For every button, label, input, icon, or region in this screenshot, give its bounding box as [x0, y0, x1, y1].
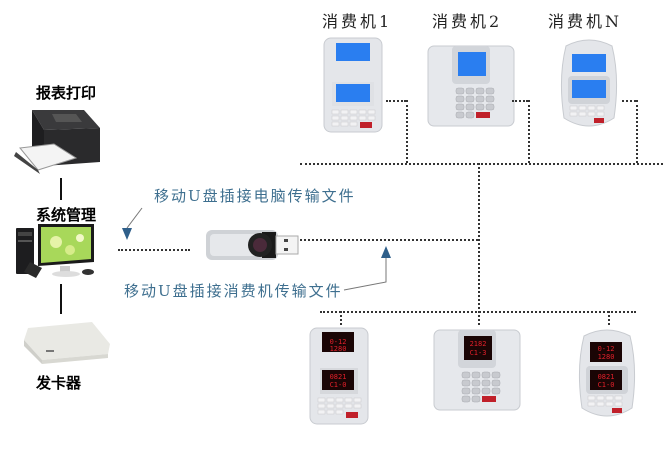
pc-usb-link	[118, 249, 190, 251]
card-issuer-label: 发卡器	[36, 374, 82, 392]
svg-text:2182: 2182	[470, 340, 487, 348]
b1-link	[340, 311, 342, 325]
computer-icon	[16, 224, 94, 278]
bn-link	[608, 311, 610, 325]
t2-link-v	[528, 100, 530, 163]
system-label: 系统管理	[36, 206, 97, 224]
printer-icon	[14, 110, 100, 174]
usb-drive-icon	[206, 230, 299, 260]
b2-link	[478, 311, 480, 325]
arrow-to-pc-icon	[122, 207, 143, 240]
svg-text:0821: 0821	[330, 373, 347, 381]
svg-text:1280: 1280	[598, 353, 615, 361]
main-bus	[478, 163, 480, 313]
note-usb-to-terminal: 移动U盘插接消费机传输文件	[124, 282, 343, 300]
t1-link-v	[406, 100, 408, 163]
svg-text:0-12: 0-12	[598, 345, 615, 353]
svg-text:0-12: 0-12	[330, 338, 347, 346]
pc-connector	[60, 284, 62, 314]
usb-terminal-link	[300, 239, 478, 241]
t2-link-h	[512, 100, 528, 102]
terminal-b1-device[interactable]: 0-12 1280 0821 C1-0	[308, 327, 370, 428]
terminal-1-label: 消费机1	[322, 12, 393, 31]
printer-label: 报表打印	[36, 84, 97, 102]
svg-text:1280: 1280	[330, 345, 347, 353]
svg-text:0821: 0821	[598, 373, 615, 381]
terminal-n-device[interactable]	[556, 38, 622, 134]
terminal-bn-device[interactable]: 0-12 1280 0821 C1-0	[574, 328, 640, 424]
terminal-n-label: 消费机N	[548, 12, 623, 31]
tn-link-h	[622, 100, 636, 102]
svg-text:C1-0: C1-0	[330, 381, 347, 389]
top-bus	[300, 163, 663, 165]
terminal-2-device[interactable]	[426, 44, 516, 134]
arrow-to-terminal-icon	[343, 246, 391, 291]
card-issuer-icon	[24, 322, 110, 364]
tn-link-v	[636, 100, 638, 163]
svg-text:C1-0: C1-0	[598, 381, 615, 389]
t1-link-h	[386, 100, 406, 102]
note-usb-to-pc: 移动U盘插接电脑传输文件	[154, 187, 356, 205]
terminal-b2-device[interactable]: 2182 C1-3	[432, 328, 522, 416]
terminal-1-device[interactable]	[322, 37, 384, 134]
printer-connector	[60, 178, 62, 200]
terminal-2-label: 消费机2	[432, 12, 503, 31]
svg-text:C1-3: C1-3	[470, 349, 487, 357]
